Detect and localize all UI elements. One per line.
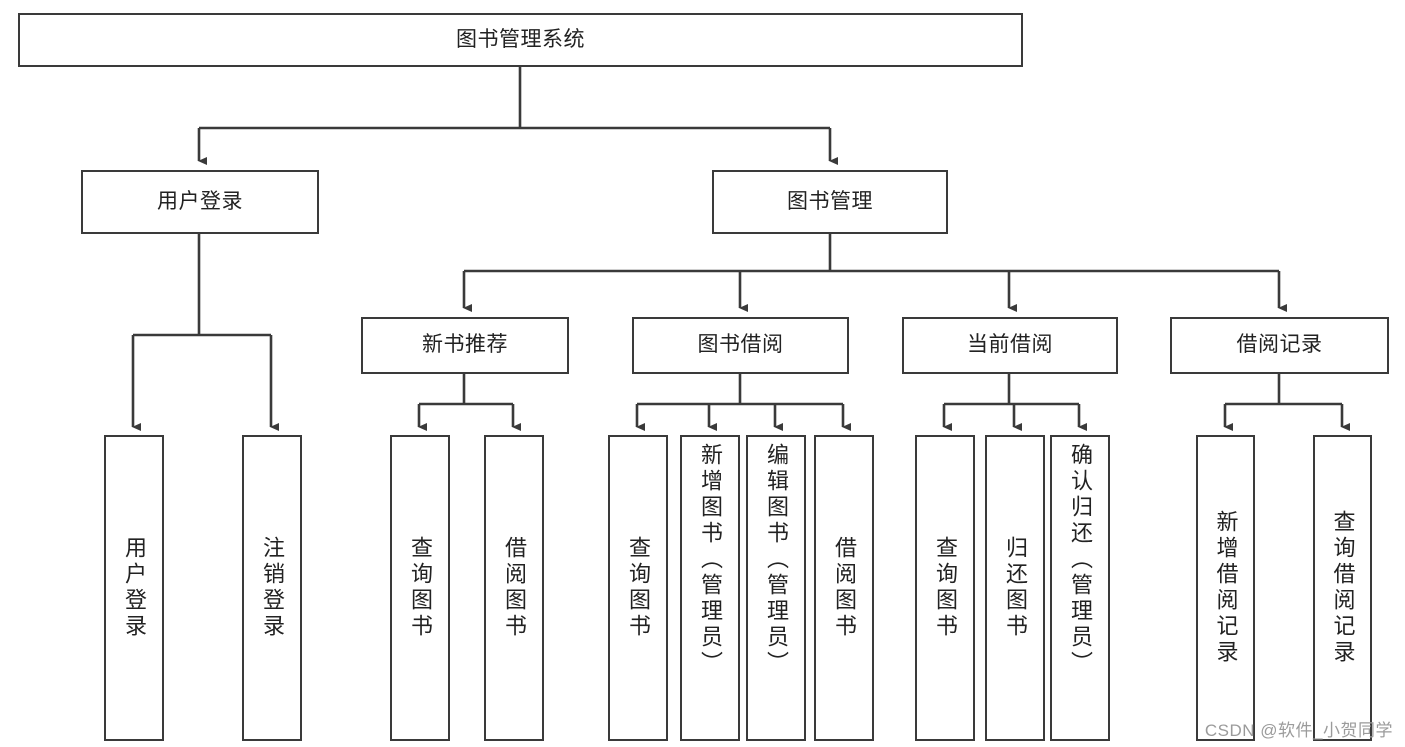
node-book-borrow[interactable]: 图书借阅 — [632, 317, 849, 374]
node-leaf-return-book[interactable]: 归还图书 — [985, 435, 1045, 741]
node-borrow-record[interactable]: 借阅记录 — [1170, 317, 1389, 374]
node-leaf-borrow-book-1[interactable]: 借阅图书 — [484, 435, 544, 741]
node-leaf-add-book[interactable]: 新增图书（管理员） — [680, 435, 740, 741]
node-leaf-query-book-2[interactable]: 查询图书 — [608, 435, 668, 741]
node-leaf-query-record-label: 查询借阅记录 — [1330, 510, 1356, 666]
node-leaf-add-record-label: 新增借阅记录 — [1213, 510, 1239, 666]
node-book-manage[interactable]: 图书管理 — [712, 170, 948, 234]
node-leaf-query-book-3[interactable]: 查询图书 — [915, 435, 975, 741]
node-user-login[interactable]: 用户登录 — [81, 170, 319, 234]
node-current-borrow[interactable]: 当前借阅 — [902, 317, 1118, 374]
node-borrow-record-label: 借阅记录 — [1236, 333, 1323, 357]
node-leaf-return-book-label: 归还图书 — [1003, 536, 1028, 640]
node-current-borrow-label: 当前借阅 — [967, 333, 1053, 357]
node-leaf-confirm-return[interactable]: 确认归还（管理员） — [1050, 435, 1110, 741]
node-leaf-borrow-book-2[interactable]: 借阅图书 — [814, 435, 874, 741]
node-new-book-rec[interactable]: 新书推荐 — [361, 317, 569, 374]
node-leaf-borrow-book-2-label: 借阅图书 — [832, 536, 857, 640]
node-leaf-confirm-return-label: 确认归还（管理员） — [1068, 443, 1093, 677]
node-leaf-add-record[interactable]: 新增借阅记录 — [1196, 435, 1255, 741]
node-leaf-query-book-1[interactable]: 查询图书 — [390, 435, 450, 741]
node-leaf-logout-label: 注销登录 — [260, 536, 285, 640]
node-root-label: 图书管理系统 — [456, 27, 585, 51]
csdn-watermark: CSDN @软件_小贺同学 — [1204, 721, 1393, 740]
node-leaf-add-book-label: 新增图书（管理员） — [698, 443, 723, 677]
node-user-login-label: 用户登录 — [157, 189, 243, 213]
node-leaf-user-login[interactable]: 用户登录 — [104, 435, 164, 741]
node-leaf-query-book-1-label: 查询图书 — [408, 536, 433, 640]
node-leaf-query-record[interactable]: 查询借阅记录 — [1313, 435, 1372, 741]
node-leaf-borrow-book-1-label: 借阅图书 — [502, 536, 527, 640]
node-leaf-logout[interactable]: 注销登录 — [242, 435, 302, 741]
node-leaf-edit-book[interactable]: 编辑图书（管理员） — [746, 435, 806, 741]
node-book-manage-label: 图书管理 — [787, 189, 873, 213]
node-root[interactable]: 图书管理系统 — [18, 13, 1023, 67]
node-leaf-query-book-2-label: 查询图书 — [626, 536, 651, 640]
node-leaf-user-login-label: 用户登录 — [122, 536, 147, 640]
node-book-borrow-label: 图书借阅 — [697, 333, 784, 357]
node-leaf-query-book-3-label: 查询图书 — [933, 536, 958, 640]
node-leaf-edit-book-label: 编辑图书（管理员） — [764, 443, 789, 677]
node-new-book-rec-label: 新书推荐 — [422, 333, 508, 357]
